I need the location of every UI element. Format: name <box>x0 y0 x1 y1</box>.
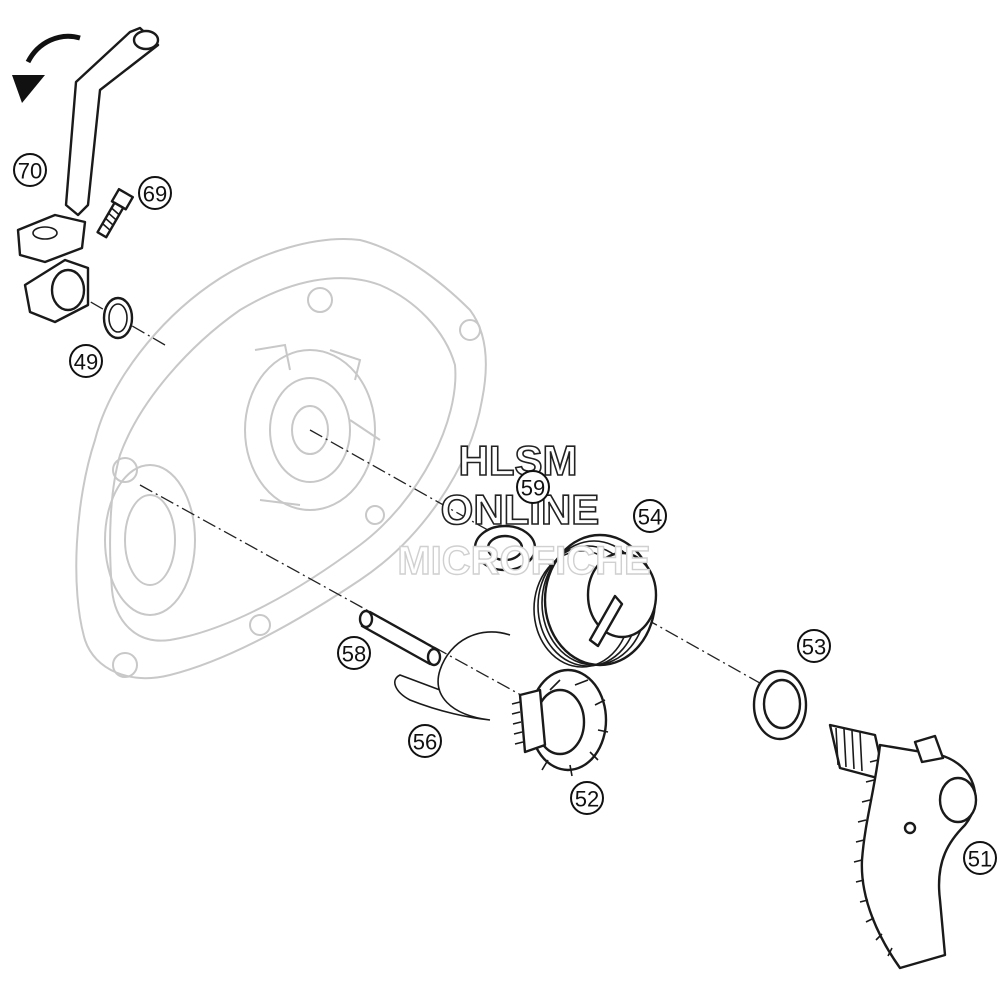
watermark-line-3: MICROFICHE <box>397 539 650 583</box>
callout-label: 59 <box>521 476 545 501</box>
callout-49: 49 <box>69 344 103 378</box>
watermark: HLSM ONLINE MICROFICHE <box>397 436 652 584</box>
kickstarter-gear <box>511 668 609 777</box>
kickstarter-lever <box>16 26 160 324</box>
callout-label: 69 <box>143 182 167 207</box>
callout-label: 70 <box>18 159 42 184</box>
callout-51: 51 <box>963 841 997 875</box>
callout-52: 52 <box>570 781 604 815</box>
callout-53: 53 <box>797 629 831 663</box>
pin <box>358 609 442 667</box>
watermark-line-1: HLSM <box>459 437 578 484</box>
washer <box>473 524 537 572</box>
circlip <box>102 296 134 340</box>
callout-56: 56 <box>408 724 442 758</box>
watermark-line-2: ONLINE <box>441 486 600 533</box>
kickstarter-spring <box>533 533 658 668</box>
callout-label: 58 <box>342 642 366 667</box>
kickstarter-shaft <box>828 723 978 970</box>
rotation-arrow-icon <box>12 33 81 103</box>
callout-69: 69 <box>138 176 172 210</box>
callout-label: 52 <box>575 787 599 812</box>
bolt <box>96 187 134 239</box>
callout-70: 70 <box>13 153 47 187</box>
callout-54: 54 <box>633 499 667 533</box>
callout-label: 56 <box>413 730 437 755</box>
oil-seal <box>752 669 808 741</box>
callout-label: 53 <box>802 635 826 660</box>
callout-58: 58 <box>337 636 371 670</box>
callout-label: 51 <box>968 847 992 872</box>
wire-spring <box>394 631 511 721</box>
callout-label: 49 <box>74 350 98 375</box>
engine-cover-outline <box>75 238 487 680</box>
callout-59: 59 <box>516 470 550 504</box>
callout-label: 54 <box>638 505 662 530</box>
